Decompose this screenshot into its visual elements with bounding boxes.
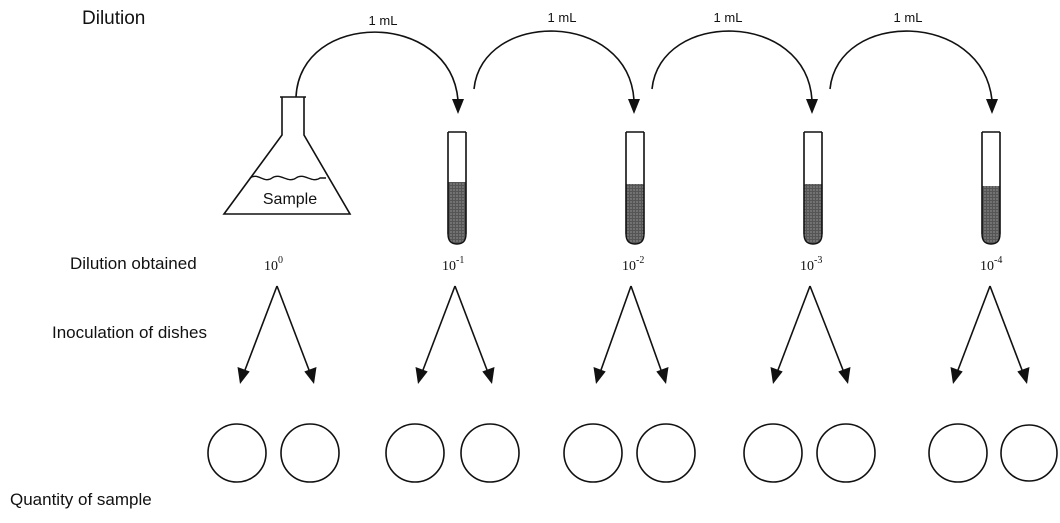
petri-dish-1a <box>207 423 267 483</box>
arrow-1-left-head <box>237 367 250 384</box>
row-label-quantity: Quantity of sample <box>10 490 152 509</box>
tube-2-outline <box>625 131 645 234</box>
dilution-3-exponent: -2 <box>636 255 644 266</box>
flask-label: Sample <box>263 191 317 208</box>
arrow-5-left-head <box>950 367 963 384</box>
arrow-4-left-head <box>770 367 783 384</box>
inoculation-arrow-pair-2 <box>415 285 495 384</box>
tube-4-outline <box>981 131 1001 234</box>
dilution-5-exponent: -4 <box>994 255 1002 266</box>
arrow-3-right-shaft <box>630 285 662 371</box>
sample-flask: Sample <box>222 96 352 215</box>
dilution-4-base: 10 <box>800 259 814 274</box>
petri-dish-2a <box>385 423 445 483</box>
transfer-label-3: 1 mL <box>714 10 743 25</box>
dilution-5-base: 10 <box>980 259 994 274</box>
test-tube-4 <box>981 131 1001 245</box>
transfer-label-1: 1 mL <box>369 13 398 28</box>
petri-dish-4a <box>743 423 803 483</box>
tube-4-liquid <box>982 186 1000 234</box>
arrow-4-left-shaft <box>777 285 811 371</box>
row-label-inoculation: Inoculation of dishes <box>52 323 207 342</box>
tube-2-bottom <box>625 233 645 245</box>
tube-2-liquid <box>626 184 644 234</box>
tube-1-bottom <box>447 233 467 245</box>
transfer-arc-3 <box>651 30 813 101</box>
arrow-2-left-shaft <box>422 285 456 371</box>
dilution-1-exponent: 0 <box>278 255 283 266</box>
test-tubes <box>447 131 1001 245</box>
dilution-values: 100 10-1 10-2 10-3 10-4 <box>264 255 1002 274</box>
inoculation-arrow-pair-3 <box>593 285 669 384</box>
dilution-2-exponent: -1 <box>456 255 464 266</box>
arrow-1-right-shaft <box>276 285 310 371</box>
arrow-5-left-shaft <box>957 285 991 371</box>
dilution-1-base: 10 <box>264 259 278 274</box>
flask-liquid-line <box>249 175 326 181</box>
dilution-2-base: 10 <box>442 259 456 274</box>
tube-1-liquid <box>448 182 466 234</box>
dilution-value-1: 100 <box>264 255 283 274</box>
arrow-5-right-head <box>1017 367 1030 384</box>
transfer-arc-1 <box>295 31 459 101</box>
transfer-arrowhead-1 <box>452 99 464 114</box>
tube-4-bottom <box>981 233 1001 245</box>
tube-3-bottom <box>803 233 823 245</box>
inoculation-arrow-pair-4 <box>770 285 851 384</box>
arrow-2-right-head <box>482 367 495 384</box>
arrow-5-right-shaft <box>989 285 1023 371</box>
inoculation-arrow-pair-5 <box>950 285 1030 384</box>
arrow-3-left-head <box>593 367 606 384</box>
petri-dish-4b <box>816 423 876 483</box>
petri-dishes <box>207 423 1058 483</box>
petri-dish-3a <box>563 423 623 483</box>
inoculation-arrow-pair-1 <box>237 285 317 384</box>
petri-dish-3b <box>636 423 696 483</box>
transfer-arc-4 <box>829 30 993 101</box>
dilution-value-2: 10-1 <box>442 255 464 274</box>
test-tube-2 <box>625 131 645 245</box>
petri-dish-1b <box>280 423 340 483</box>
petri-dish-5b <box>1000 424 1058 482</box>
dilution-4-exponent: -3 <box>814 255 822 266</box>
test-tube-3 <box>803 131 823 245</box>
arrow-1-left-shaft <box>244 285 278 371</box>
petri-dish-5a <box>928 423 988 483</box>
transfer-arc-2 <box>473 30 635 101</box>
tube-3-liquid <box>804 184 822 234</box>
transfer-label-2: 1 mL <box>548 10 577 25</box>
test-tube-1 <box>447 131 467 245</box>
transfer-arrowhead-3 <box>806 99 818 114</box>
flask-outline <box>222 96 352 215</box>
diagram-title: Dilution <box>82 8 145 29</box>
dilution-value-4: 10-3 <box>800 255 822 274</box>
arrow-4-right-shaft <box>809 285 844 371</box>
row-label-dilution-obtained: Dilution obtained <box>70 254 197 273</box>
dilution-3-base: 10 <box>622 259 636 274</box>
transfer-arrows: 1 mL 1 mL 1 mL 1 mL <box>295 10 998 114</box>
tube-1-outline <box>447 131 467 234</box>
arrow-2-left-head <box>415 367 428 384</box>
arrow-2-right-shaft <box>454 285 488 371</box>
petri-dish-2b <box>460 423 520 483</box>
dilution-value-3: 10-2 <box>622 255 644 274</box>
arrow-3-left-shaft <box>600 285 632 371</box>
dilution-value-5: 10-4 <box>980 255 1002 274</box>
inoculation-arrows <box>237 285 1030 384</box>
transfer-arrowhead-2 <box>628 99 640 114</box>
arrow-1-right-head <box>304 367 317 384</box>
transfer-label-4: 1 mL <box>894 10 923 25</box>
arrow-4-right-head <box>838 367 851 384</box>
arrow-3-right-head <box>656 367 669 384</box>
tube-3-outline <box>803 131 823 234</box>
transfer-arrowhead-4 <box>986 99 998 114</box>
